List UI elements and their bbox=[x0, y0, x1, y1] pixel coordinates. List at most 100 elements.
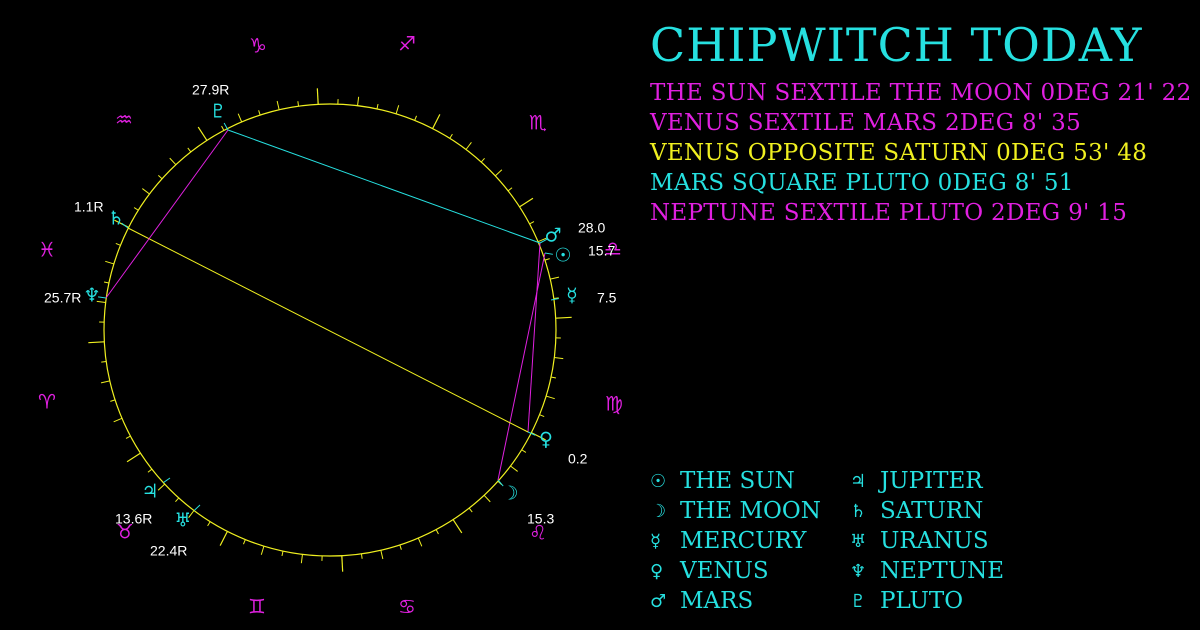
degree-tick bbox=[380, 550, 384, 560]
degree-tick bbox=[529, 221, 535, 225]
sun-degree-label: 15.7 bbox=[588, 243, 615, 259]
degree-tick bbox=[110, 399, 116, 402]
aspect-line-sun-moon bbox=[497, 252, 546, 481]
degree-ticks bbox=[88, 88, 572, 572]
uranus-pointer bbox=[193, 504, 201, 511]
pluto-pointer bbox=[223, 122, 229, 131]
degree-tick bbox=[550, 376, 557, 379]
moon-icon: ☽ bbox=[501, 483, 518, 505]
degree-tick bbox=[341, 555, 344, 572]
degree-tick bbox=[103, 281, 110, 284]
neptune-pointer bbox=[98, 296, 107, 299]
degree-tick bbox=[521, 449, 527, 453]
degree-tick bbox=[221, 125, 225, 131]
legend-label: MERCURY bbox=[680, 528, 807, 554]
aspect-item: VENUS SEXTILE MARS 2DEG 8' 35 bbox=[650, 110, 1082, 136]
degree-tick bbox=[157, 175, 163, 180]
degree-tick bbox=[519, 197, 534, 208]
legend-item-mercury: ☿MERCURY bbox=[650, 526, 850, 556]
degree-tick bbox=[243, 539, 246, 545]
leo-sign-icon: ♌ bbox=[529, 521, 547, 545]
degree-tick bbox=[207, 521, 211, 527]
aspect-line-neptune-pluto bbox=[105, 129, 229, 299]
degree-tick bbox=[175, 497, 180, 503]
degree-tick bbox=[260, 545, 265, 555]
degree-tick bbox=[414, 115, 417, 121]
aries-sign-icon: ♈ bbox=[38, 390, 56, 414]
saturn-icon: ♄ bbox=[107, 208, 124, 230]
planet-markers: ☉15.7☽15.3☿7.5♀0.2♂28.0♃13.6R♄1.1R♅22.4R… bbox=[44, 82, 617, 559]
degree-tick bbox=[449, 133, 453, 139]
degree-tick bbox=[417, 537, 423, 547]
legend-label: MARS bbox=[680, 588, 754, 614]
aspect-list: THE SUN SEXTILE THE MOON 0DEG 21' 22 VEN… bbox=[650, 78, 1192, 228]
degree-tick bbox=[539, 414, 545, 417]
capricorn-sign-icon: ♑ bbox=[249, 34, 267, 58]
cancer-sign-icon: ♋ bbox=[398, 595, 416, 619]
uranus-degree-label: 22.4R bbox=[150, 543, 187, 559]
degree-tick bbox=[550, 276, 560, 280]
legend-item-neptune: ♆NEPTUNE bbox=[850, 556, 1050, 586]
degree-tick bbox=[281, 550, 284, 557]
aspect-line-venus-mars bbox=[527, 242, 541, 433]
degree-tick bbox=[480, 157, 485, 163]
degree-tick bbox=[197, 126, 208, 141]
sagittarius-sign-icon: ♐ bbox=[398, 32, 416, 56]
degree-tick bbox=[435, 529, 439, 535]
degree-tick bbox=[300, 554, 303, 564]
legend-label: THE SUN bbox=[680, 468, 795, 494]
legend-label: PLUTO bbox=[880, 588, 964, 614]
jupiter-pointer bbox=[163, 477, 171, 483]
legend-item-venus: ♀VENUS bbox=[650, 556, 850, 586]
degree-tick bbox=[133, 207, 139, 211]
legend-label: SATURN bbox=[880, 498, 984, 524]
venus-icon: ♀ bbox=[650, 560, 664, 582]
degree-tick bbox=[399, 544, 402, 550]
legend-label: NEPTUNE bbox=[880, 558, 1005, 584]
degree-tick bbox=[88, 341, 105, 344]
mars-pointer bbox=[539, 238, 548, 244]
legend-item-sun: ☉ THE SUN bbox=[650, 466, 850, 496]
moon-pointer bbox=[497, 479, 504, 487]
degree-tick bbox=[465, 142, 472, 150]
legend-label: URANUS bbox=[880, 528, 989, 554]
scorpio-sign-icon: ♏ bbox=[529, 111, 547, 135]
jupiter-icon: ♃ bbox=[850, 470, 867, 492]
aspect-line-venus-saturn bbox=[127, 227, 529, 433]
degree-tick bbox=[316, 88, 319, 105]
jupiter-degree-label: 13.6R bbox=[115, 511, 152, 527]
libra-sign-icon: ♎ bbox=[604, 237, 622, 261]
moon-icon: ☽ bbox=[650, 500, 667, 522]
degree-tick bbox=[126, 452, 141, 463]
degree-tick bbox=[555, 316, 572, 319]
degree-tick bbox=[187, 147, 192, 153]
degree-tick bbox=[115, 243, 121, 246]
legend-label: THE MOON bbox=[680, 498, 821, 524]
page-title: CHIPWITCH TODAY bbox=[650, 18, 1143, 72]
zodiac-signs: ♈♉♊♋♌♍♎♏♐♑♒♓ bbox=[38, 32, 623, 619]
degree-tick bbox=[113, 417, 123, 423]
degree-tick bbox=[188, 510, 195, 518]
virgo-sign-icon: ♍ bbox=[605, 392, 623, 416]
aspect-item: MARS SQUARE PLUTO 0DEG 8' 51 bbox=[650, 170, 1074, 196]
gemini-sign-icon: ♊ bbox=[248, 595, 266, 619]
degree-tick bbox=[553, 297, 559, 300]
aspect-item: VENUS OPPOSITE SATURN 0DEG 53' 48 bbox=[650, 140, 1148, 166]
degree-tick bbox=[554, 357, 564, 360]
sun-icon: ☉ bbox=[554, 245, 571, 267]
degree-tick bbox=[468, 507, 473, 513]
aspect-line-mars-pluto bbox=[227, 129, 541, 244]
planet-legend: ☉THE SUN ♃JUPITER ☽THE MOON ♄SATURN ☿MER… bbox=[650, 466, 1050, 616]
sun-icon: ☉ bbox=[650, 470, 667, 492]
degree-tick bbox=[147, 468, 153, 473]
degree-tick bbox=[219, 531, 228, 546]
uranus-icon: ♅ bbox=[174, 510, 191, 532]
legend-label: JUPITER bbox=[880, 468, 983, 494]
sun-pointer bbox=[544, 252, 553, 255]
degree-tick bbox=[483, 494, 491, 503]
legend-item-mars: ♂MARS bbox=[650, 586, 850, 616]
degree-tick bbox=[297, 101, 300, 107]
degree-tick bbox=[507, 187, 513, 192]
pisces-sign-icon: ♓ bbox=[38, 238, 56, 262]
aspect-item: NEPTUNE SEXTILE PLUTO 2DEG 9' 15 bbox=[650, 200, 1128, 226]
